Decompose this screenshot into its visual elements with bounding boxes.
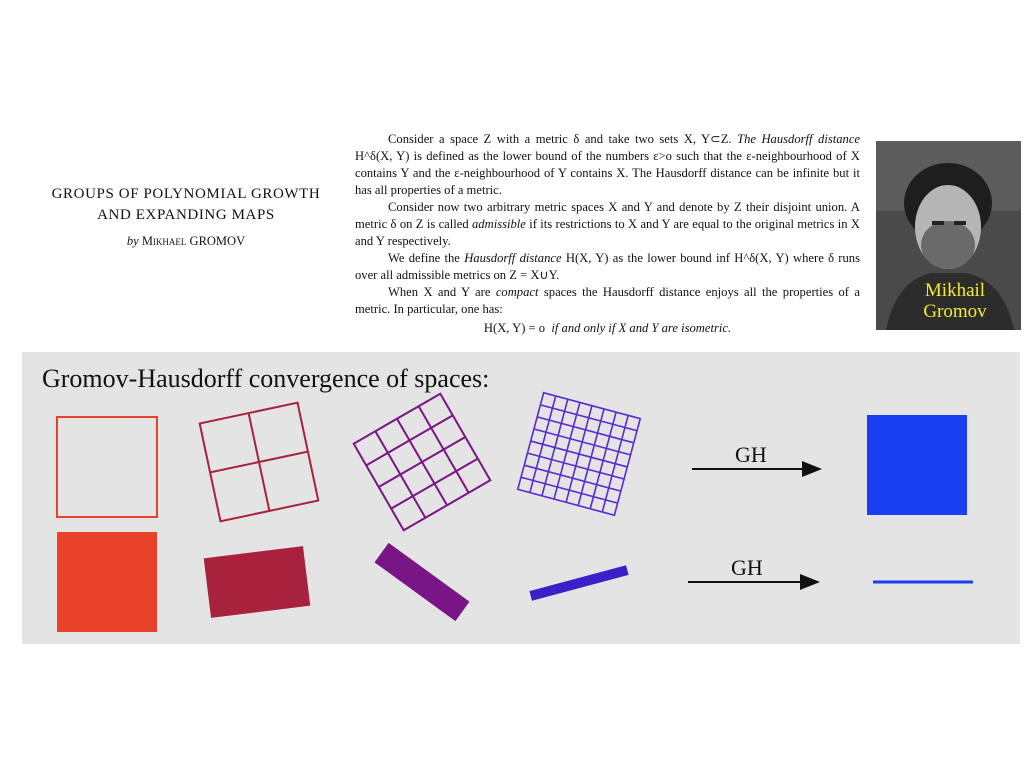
caption-line-1: Mikhail [924, 280, 986, 301]
excerpt-formula: H(X, Y) = o if and only if X and Y are i… [355, 320, 860, 337]
excerpt-p3-rest: H(X, Y) as the lower bound inf H^δ(X, Y)… [355, 251, 860, 282]
panel-title: Gromov-Hausdorff convergence of spaces: [42, 364, 490, 393]
gh-convergence-panel: Gromov-Hausdorff convergence of spaces: [22, 352, 1020, 644]
excerpt-p4-rest: spaces the Hausdorff distance enjoys all… [355, 285, 860, 316]
excerpt-p1-italic: The Hausdorff distance [737, 132, 861, 146]
paper-title-line-2: AND EXPANDING MAPS [97, 207, 275, 223]
excerpt-p4-italic: compact [495, 285, 539, 299]
grid-2x2 [198, 401, 320, 523]
square-1x1 [56, 416, 158, 518]
grid-8x8 [516, 391, 642, 517]
flattened-rectangle-1 [203, 546, 311, 618]
excerpt-p4-start: When X and Y are [388, 285, 491, 299]
excerpt-p1-rest: H^δ(X, Y) is defined as the lower bound … [355, 149, 860, 197]
excerpt-paragraph-4: When X and Y are compact spaces the Haus… [355, 284, 860, 318]
excerpt-p3-italic: Hausdorff distance [464, 251, 562, 265]
portrait-image [876, 141, 1021, 330]
convergence-diagram [56, 391, 973, 632]
flattened-rectangle-2 [374, 542, 470, 622]
caption-line-2: Gromov [923, 301, 987, 322]
filled-square [57, 532, 157, 632]
excerpt-p1-text: Consider a space Z with a metric δ and t… [388, 132, 732, 146]
grid-4x4 [352, 392, 492, 532]
portrait-photo: Mikhail Gromov [876, 141, 1021, 330]
excerpt-p2-text: Consider now two arbitrary metric spaces… [355, 200, 860, 231]
paper-author: by Mikhael GROMOV [34, 234, 338, 249]
portrait-caption: Mikhail Gromov [905, 280, 1005, 322]
excerpt-p2-rest: if its restrictions to X and Y are equal… [355, 217, 860, 248]
paper-title-line-1: GROUPS OF POLYNOMIAL GROWTH [51, 186, 321, 202]
gh-label-top: GH [735, 442, 767, 467]
gh-label-bottom: GH [731, 555, 763, 580]
excerpt-p3-start: We define the [388, 251, 460, 265]
paper-excerpt: Consider a space Z with a metric δ and t… [355, 131, 860, 337]
formula-left: H(X, Y) = o [483, 321, 546, 335]
author-by: by [126, 234, 139, 248]
limit-filled-square [867, 415, 967, 515]
author-name: Mikhael GROMOV [141, 234, 246, 248]
excerpt-paragraph-1: Consider a space Z with a metric δ and t… [355, 131, 860, 199]
formula-italic: if and only if X and Y are isometric. [551, 321, 732, 335]
excerpt-paragraph-2: Consider now two arbitrary metric spaces… [355, 199, 860, 250]
excerpt-p2-italic: admissible [472, 217, 526, 231]
paper-title: GROUPS OF POLYNOMIAL GROWTH AND EXPANDIN… [34, 184, 338, 226]
excerpt-paragraph-3: We define the Hausdorff distance H(X, Y)… [355, 250, 860, 284]
flattened-rectangle-3 [529, 565, 629, 601]
